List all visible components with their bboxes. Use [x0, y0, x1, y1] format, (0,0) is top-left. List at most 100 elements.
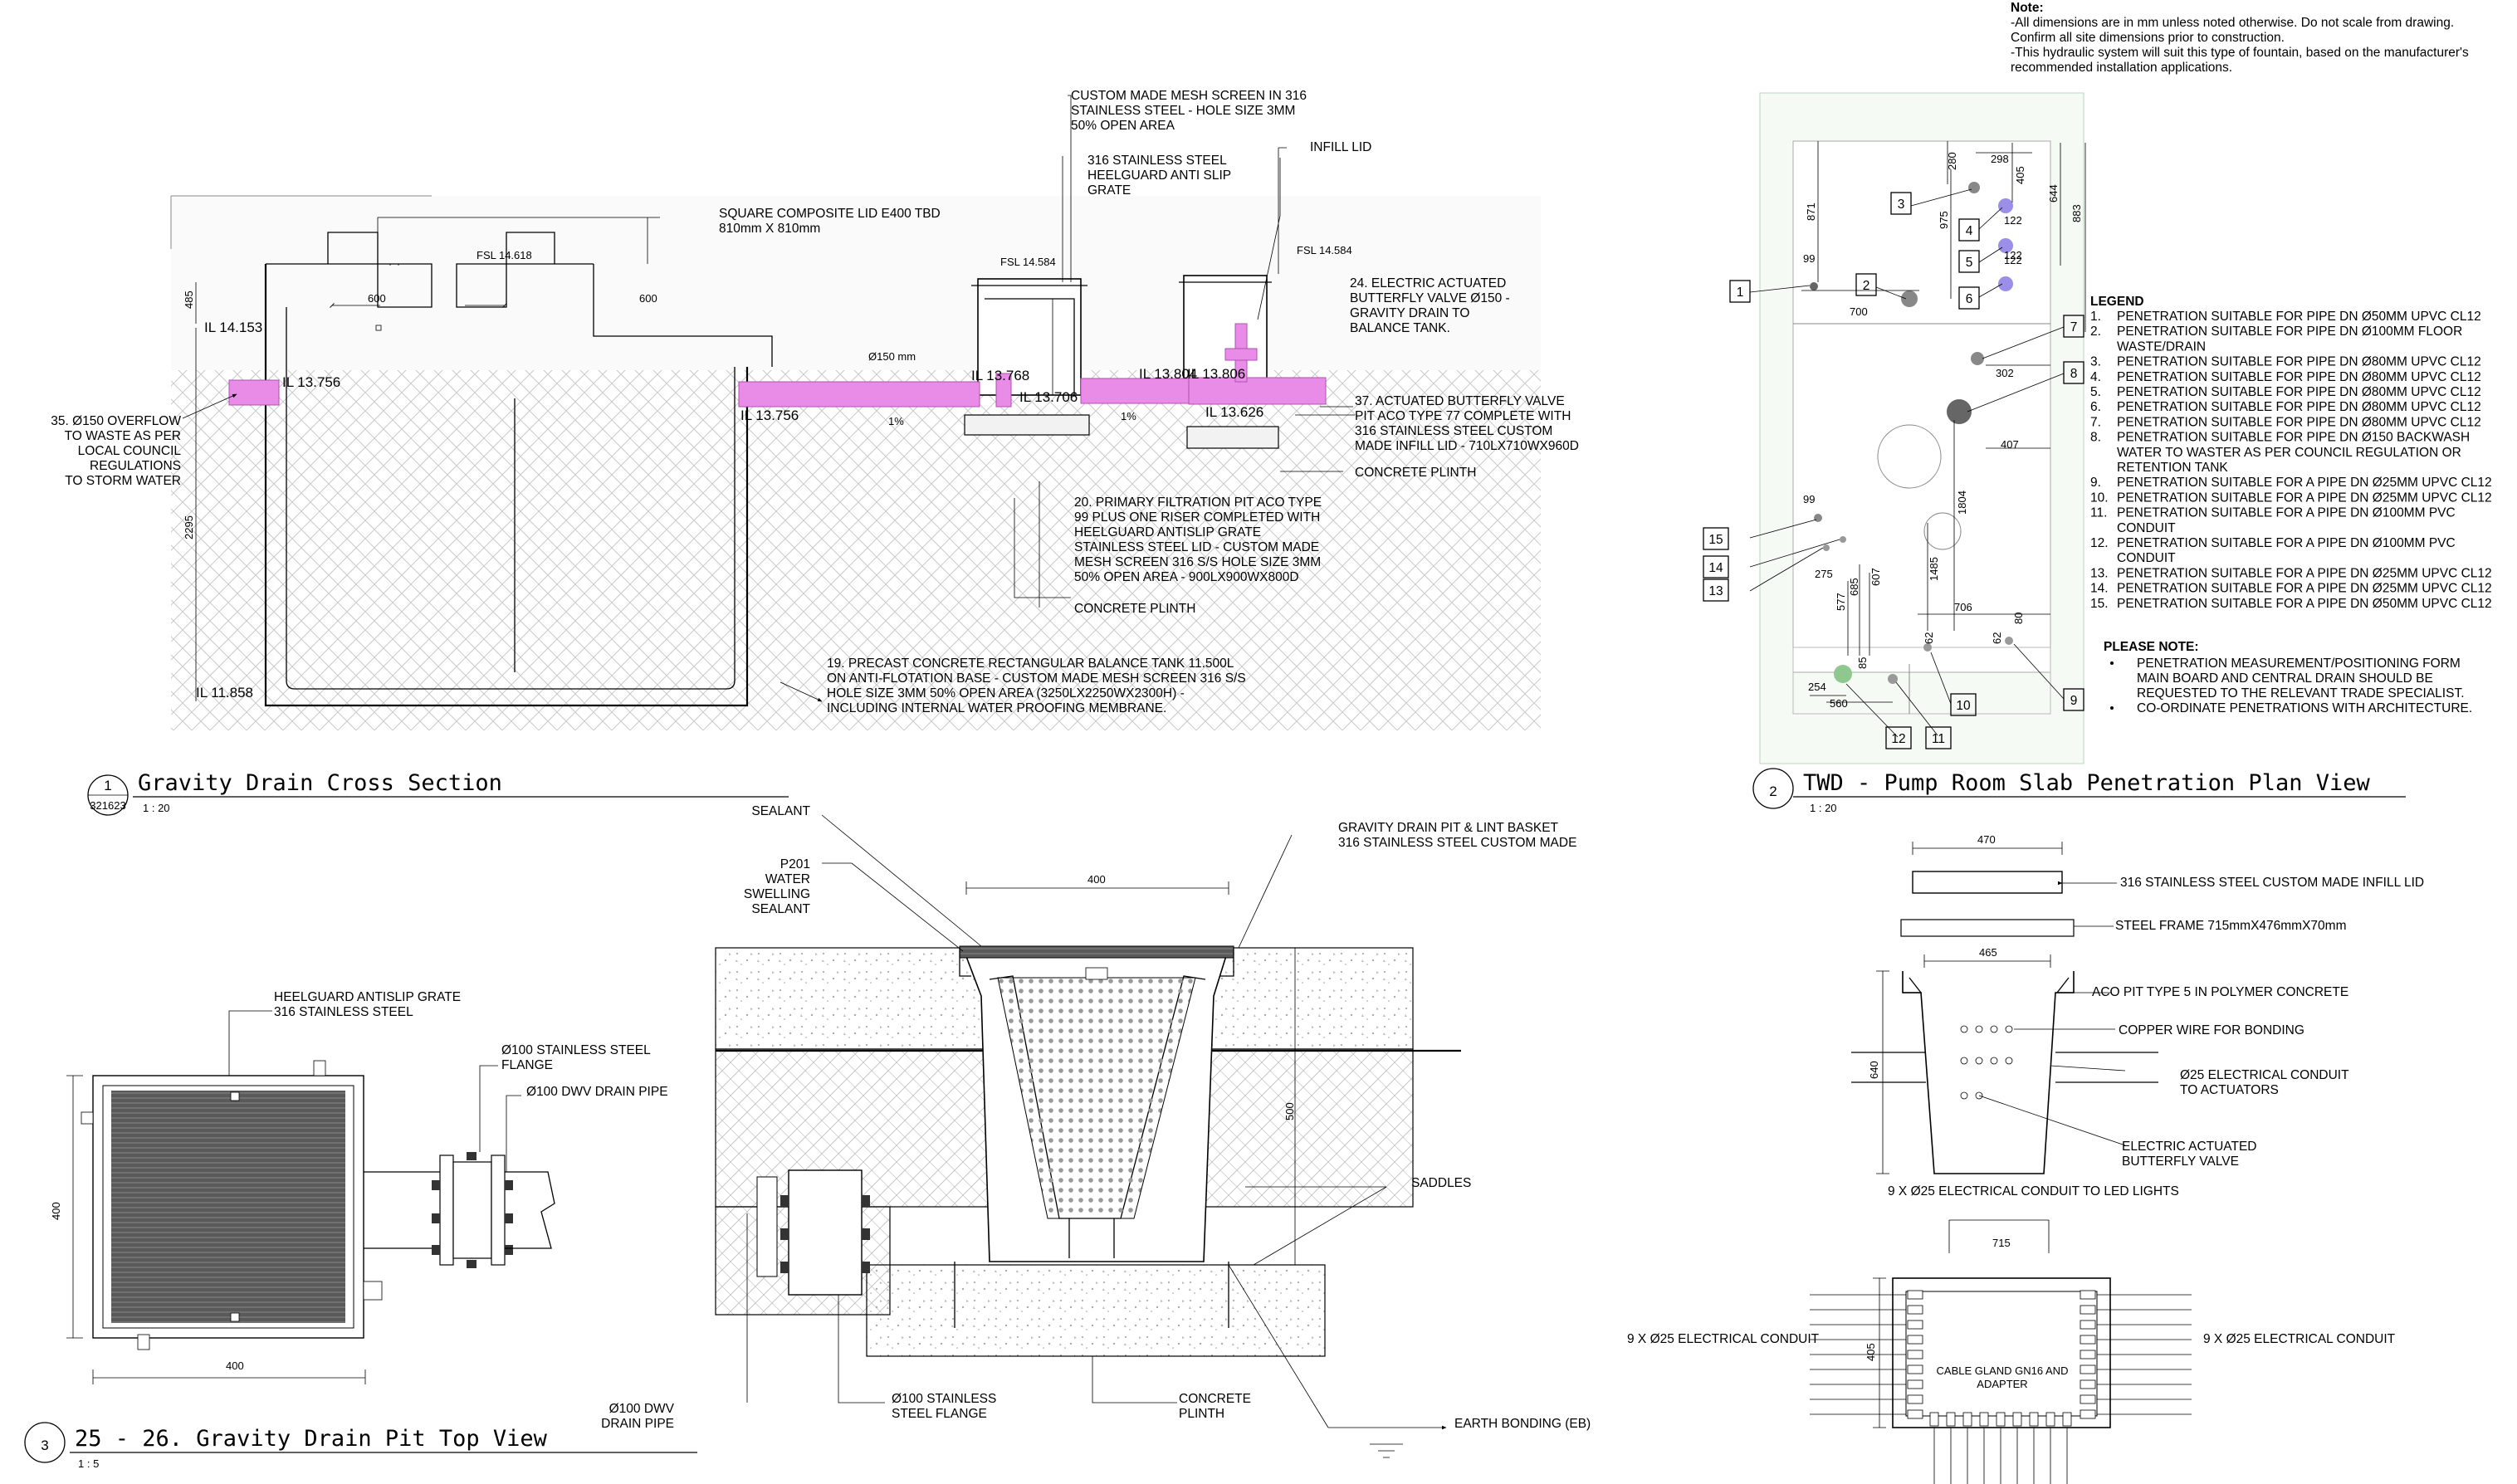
cable-gland-bottom [2062, 1412, 2072, 1427]
svg-text:871: 871 [1805, 203, 1817, 221]
legend-item-number: 12. [2090, 536, 2109, 550]
level-fsl-1: FSL 14.618 [477, 249, 532, 261]
tag-5: 5 [1966, 256, 1973, 270]
legend-item-number: 3. [2090, 355, 2101, 369]
dim-h2: 2295 [183, 515, 195, 539]
legend-item-text: PENETRATION SUITABLE FOR PIPE DN Ø80MM U… [2117, 355, 2481, 369]
concrete-plinth [866, 1264, 1326, 1357]
label-conduit-left: 9 X Ø25 ELECTRICAL CONDUIT [1627, 1332, 1820, 1346]
label-copper-wire: COPPER WIRE FOR BONDING [2119, 1023, 2304, 1037]
legend-title: LEGEND [2090, 295, 2144, 309]
cable-gland-bottom [1929, 1412, 1939, 1427]
view-scale: 1 : 20 [143, 802, 170, 814]
svg-text:85: 85 [1856, 657, 1869, 669]
legend-item-text: PENETRATION SUITABLE FOR PIPE DN Ø80MM U… [2117, 385, 2481, 399]
bullet [2110, 661, 2114, 665]
label-steel-frame: STEEL FRAME 715mmX476mmX70mm [2115, 919, 2347, 933]
legend-item-number: 1. [2090, 310, 2101, 324]
flange-assembly [788, 1169, 863, 1296]
cable-gland-right [2080, 1409, 2096, 1419]
view-scale: 1 : 5 [78, 1457, 99, 1470]
label-infill-lid: 316 STAINLESS STEEL CUSTOM MADE INFILL L… [2120, 876, 2424, 890]
aco-leaders [1978, 883, 2126, 1146]
svg-text:99: 99 [1803, 493, 1815, 505]
svg-text:607: 607 [1869, 568, 1882, 586]
cable-gland-right [2080, 1364, 2096, 1374]
please-note-text: REQUESTED TO THE RELEVANT TRADE SPECIALI… [2137, 686, 2465, 701]
legend-item-text: PENETRATION SUITABLE FOR PIPE DN Ø100MM … [2117, 325, 2462, 339]
level-il-c: IL 13.756 [740, 408, 799, 423]
legend-item-text: PENETRATION SUITABLE FOR A PIPE DN Ø50MM… [2117, 597, 2492, 611]
view-title: Gravity Drain Cross Section [138, 770, 502, 796]
view-scale: 1 : 20 [1810, 802, 1837, 814]
cable-gland-right [2080, 1335, 2096, 1345]
svg-text:122: 122 [2004, 254, 2022, 266]
view-title: 25 - 26. Gravity Drain Pit Top View [75, 1426, 548, 1452]
pipe-to-valve [1080, 378, 1190, 404]
cable-gland-left [1907, 1305, 1923, 1315]
please-note-title: PLEASE NOTE: [2104, 640, 2199, 654]
cable-gland-bottom [1979, 1412, 1989, 1427]
legend-item-text: PENETRATION SUITABLE FOR PIPE DN Ø80MM U… [2117, 415, 2481, 429]
level-il-f: IL 13.804 [1139, 366, 1197, 382]
label-led-conduit: 9 X Ø25 ELECTRICAL CONDUIT TO LED LIGHTS [1888, 1184, 2179, 1198]
label-conduit-right: 9 X Ø25 ELECTRICAL CONDUIT [2203, 1332, 2396, 1346]
level-il-d: IL 13.768 [971, 368, 1029, 383]
svg-text:302: 302 [1996, 367, 2014, 379]
tag-3: 3 [1898, 198, 1905, 212]
svg-text:275: 275 [1815, 568, 1833, 580]
slope-2: 1% [1121, 410, 1136, 422]
level-il-h: IL 13.626 [1205, 404, 1263, 420]
concrete-plinth-b [1186, 426, 1279, 449]
label-earth-bonding: EARTH BONDING (EB) [1454, 1417, 1591, 1431]
note-line: Confirm all site dimensions prior to con… [2011, 31, 2285, 45]
penetration-7 [1971, 352, 1984, 365]
junction-box [1892, 1277, 2111, 1428]
lid-handle [375, 325, 382, 331]
label-dwv-pipe: Ø100 DWV DRAIN PIPE [526, 1085, 668, 1099]
penetration-14 [1840, 536, 1846, 543]
view-ref: 321623 [90, 799, 125, 812]
cable-gland-left [1907, 1290, 1923, 1300]
dim-pit-height: 640 [1868, 1061, 1880, 1079]
svg-text:405: 405 [2014, 166, 2026, 184]
view-number: 2 [1769, 783, 1777, 799]
penetration-13 [1823, 544, 1830, 551]
pump-room-slab-plan: 280 298 405 644 883 871 975 99 700 122 1… [1703, 92, 2086, 764]
legend-item-number: 11. [2090, 506, 2107, 520]
penetration-9 [2005, 637, 2013, 645]
cable-gland-bottom [2012, 1412, 2022, 1427]
dim-junction-height: 405 [1865, 1343, 1877, 1361]
svg-text:122: 122 [2004, 249, 2022, 261]
label-aco-pit: ACO PIT TYPE 5 IN POLYMER CONCRETE [2092, 985, 2348, 999]
dim-height: 400 [50, 1202, 62, 1220]
legend-item-text: PENETRATION SUITABLE FOR A PIPE DN Ø100M… [2117, 506, 2456, 520]
legend-rows: 1.PENETRATION SUITABLE FOR PIPE DN Ø50MM… [2090, 310, 2492, 611]
svg-text:975: 975 [1938, 211, 1950, 229]
level-il-g: IL 13.806 [1187, 366, 1245, 382]
note-line: -All dimensions are in mm unless noted o… [2011, 16, 2454, 30]
basket-mesh [997, 977, 1196, 1219]
svg-text:577: 577 [1835, 593, 1847, 611]
view-number: 1 [104, 778, 111, 793]
penetration-6 [1998, 276, 2013, 291]
legend-item-text: RETENTION TANK [2117, 461, 2228, 475]
legend-item-text: PENETRATION SUITABLE FOR A PIPE DN Ø25MM… [2117, 491, 2492, 505]
svg-text:706: 706 [1954, 601, 1972, 613]
balance-tank-inner [286, 307, 736, 690]
penetration-12 [1834, 665, 1852, 683]
legend-item-number: 4. [2090, 370, 2101, 384]
tag-9: 9 [2070, 694, 2078, 708]
pit-grate [959, 945, 1234, 959]
balance-tank-wall [264, 264, 749, 707]
penetration-3 [1968, 182, 1980, 193]
dim-width: 400 [226, 1360, 244, 1372]
cable-gland-left [1907, 1394, 1923, 1404]
penetration-11 [1888, 674, 1898, 684]
view-number-bubble [24, 1422, 66, 1463]
